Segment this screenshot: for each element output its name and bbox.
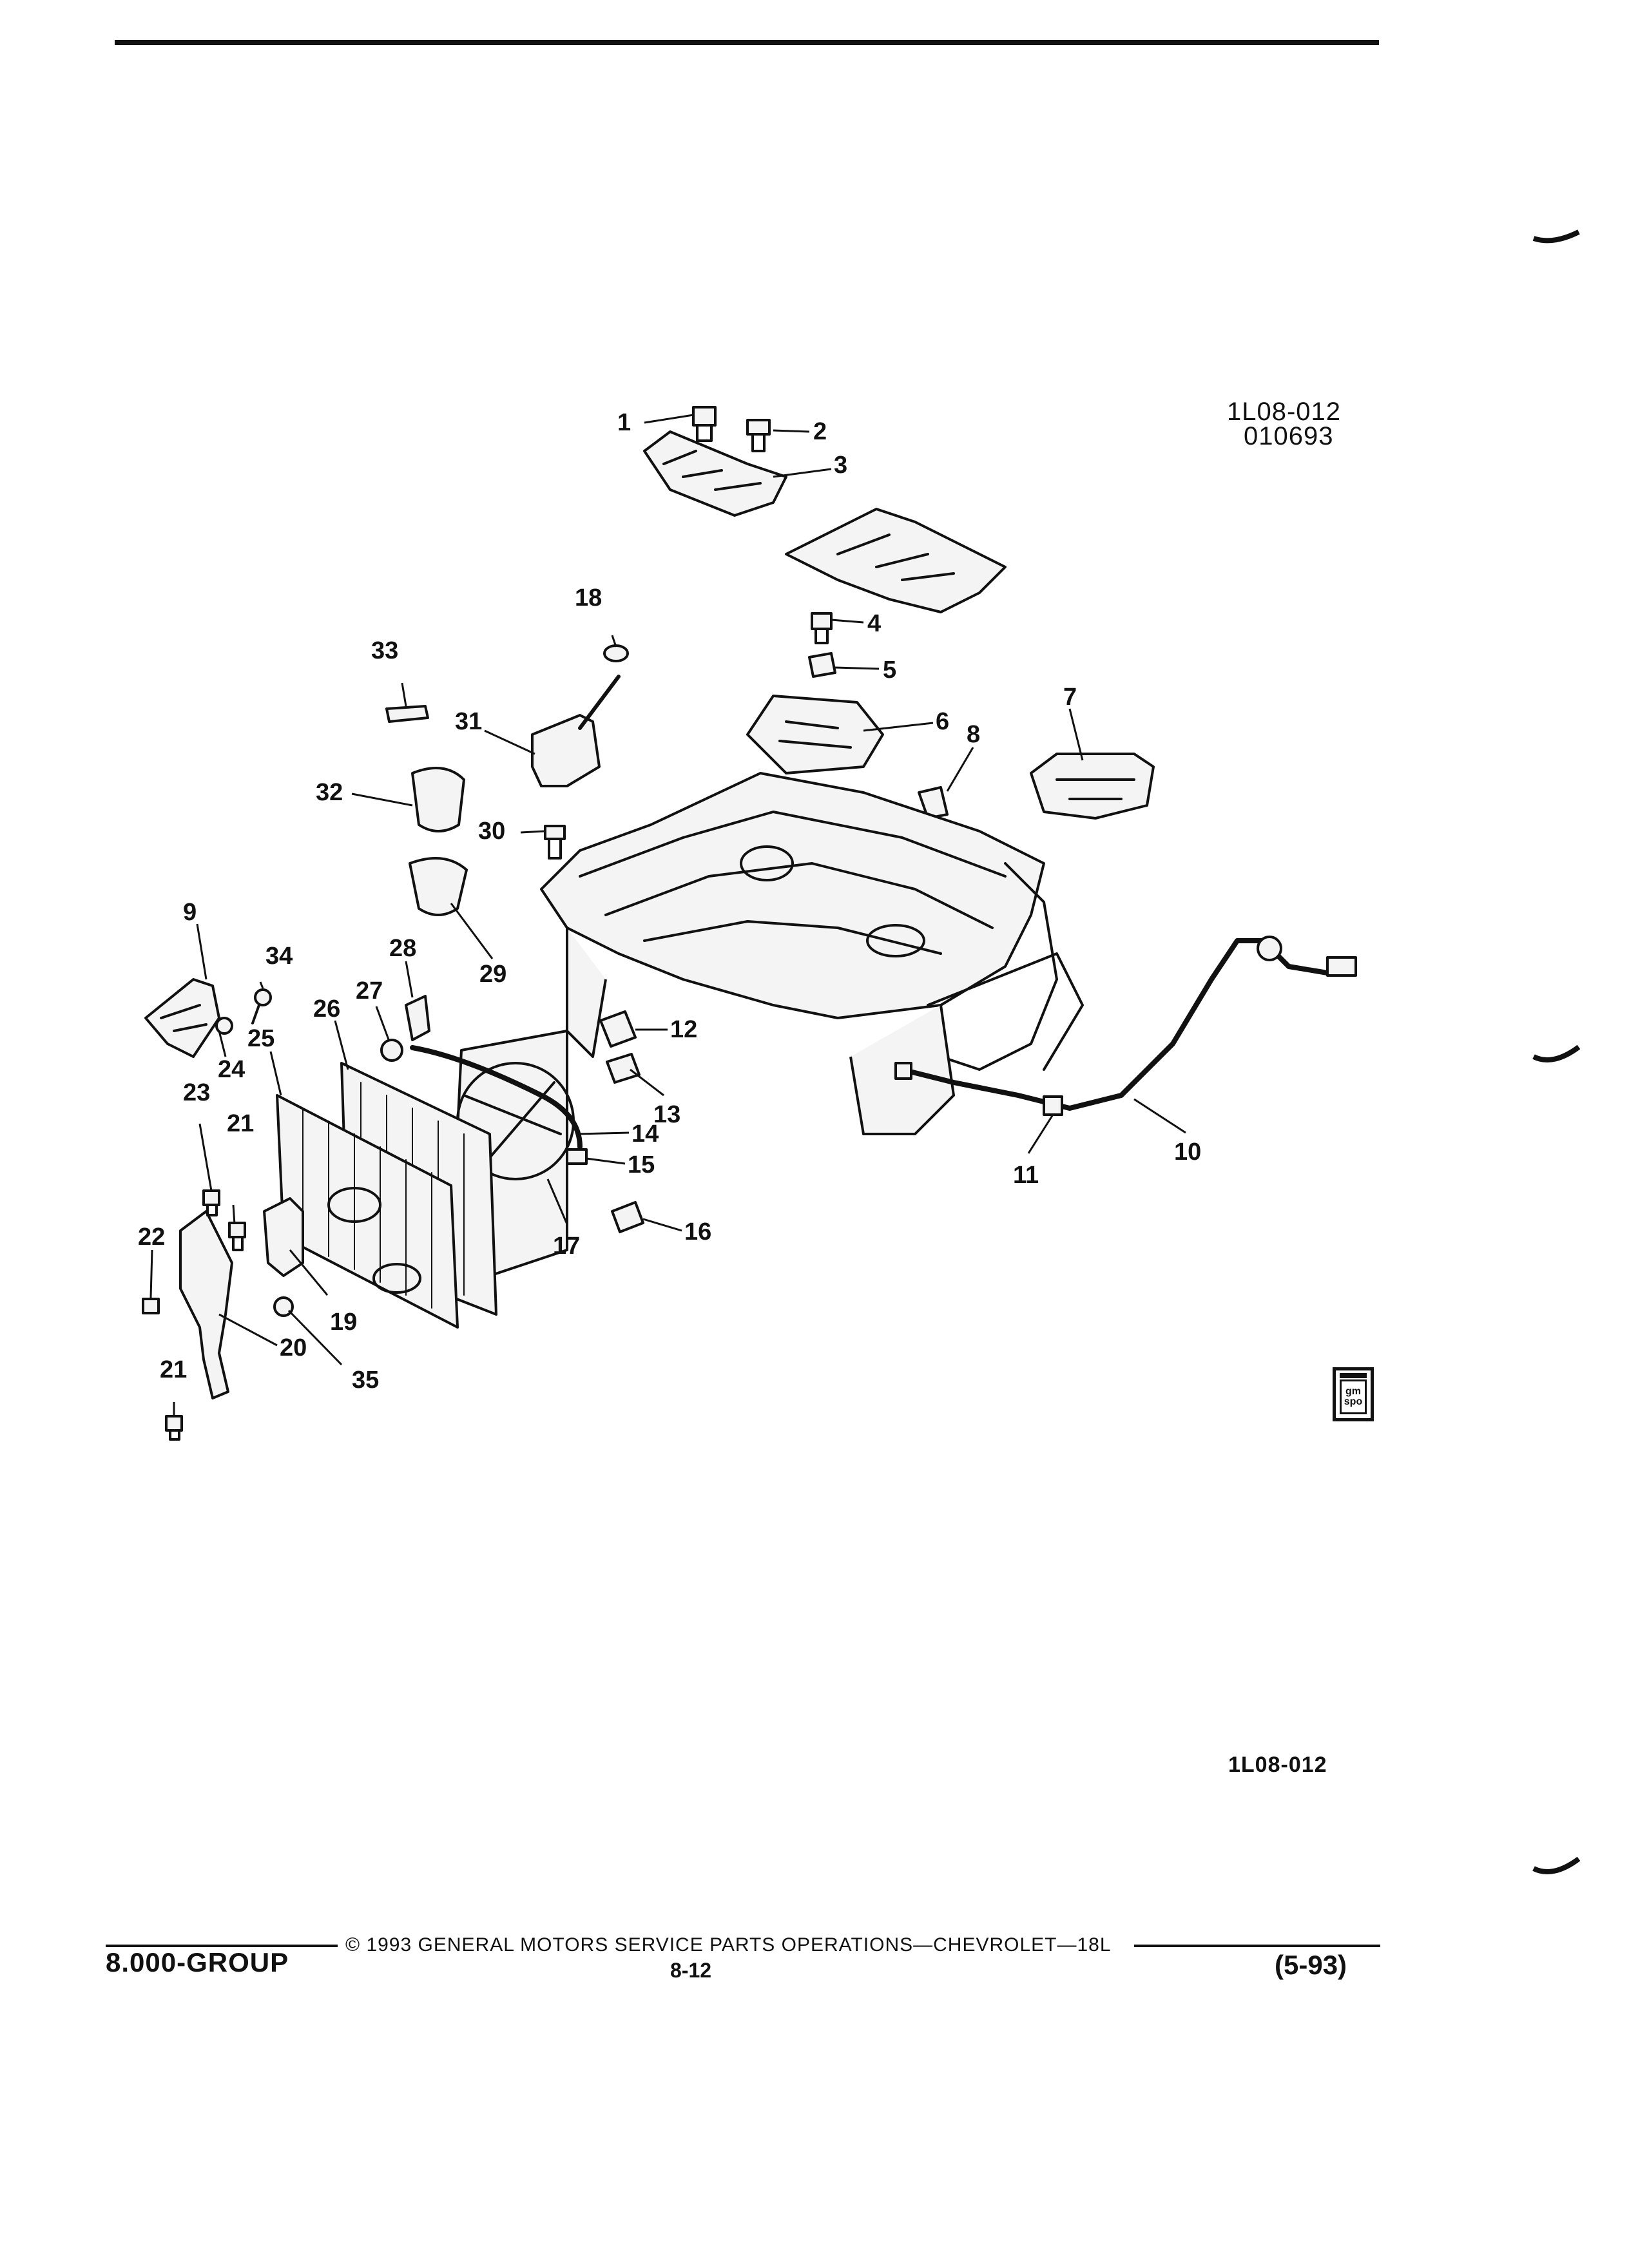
footer-page-number: 8-12 (670, 1959, 712, 1982)
callout-17: 17 (553, 1233, 580, 1260)
logo-text-top: gm (1345, 1386, 1361, 1397)
part-10-cable (894, 936, 1357, 1111)
part-28-bracket (405, 995, 430, 1041)
top-rule (115, 40, 1379, 45)
part-22-bolt (142, 1298, 160, 1314)
part-29-mount-cup (409, 857, 468, 916)
part-19-bracket (263, 1197, 304, 1277)
callout-28: 28 (389, 935, 416, 962)
leader-lines (149, 414, 1186, 1418)
logo-inner: gm spo (1340, 1379, 1367, 1414)
edge-mark-middle (1532, 1044, 1581, 1062)
part-21-bolt-lower (165, 1415, 183, 1441)
callout-26: 26 (313, 995, 340, 1023)
part-27-fitting (380, 1039, 403, 1062)
part-30-bolt (544, 825, 566, 860)
part-15-hose-clamp (566, 1148, 588, 1165)
logo-text-bottom: spo (1344, 1396, 1363, 1407)
part-24-fastener (215, 1017, 233, 1035)
callout-31: 31 (455, 708, 482, 735)
footer-date: (5-93) (1275, 1950, 1347, 1980)
date-code: 010693 (1244, 422, 1334, 450)
gm-spo-logo: gm spo (1333, 1367, 1374, 1421)
callout-32: 32 (316, 779, 343, 806)
callout-33: 33 (371, 637, 398, 664)
edge-mark-bottom (1532, 1856, 1581, 1874)
part-1-fastener (692, 406, 717, 442)
part-13-clip (606, 1053, 641, 1084)
part-31-reservoir (531, 675, 621, 787)
callout-9: 9 (183, 899, 197, 926)
callout-12: 12 (670, 1016, 697, 1043)
part-8-clip (918, 786, 949, 820)
callout-4: 4 (867, 610, 881, 637)
callout-10: 10 (1174, 1139, 1201, 1166)
part-12-clip (599, 1010, 637, 1048)
callout-15: 15 (628, 1151, 655, 1178)
callout-22: 22 (138, 1224, 165, 1251)
footer-rule-left (106, 1945, 338, 1947)
callout-21-lower: 21 (160, 1356, 187, 1383)
callout-35: 35 (352, 1367, 379, 1394)
callout-18: 18 (575, 584, 602, 611)
part-3-shield-panels (643, 430, 1007, 613)
front-frame-assembly (540, 772, 1084, 1135)
bottom-drawing-number: 1L08-012 (1228, 1753, 1327, 1777)
callout-21: 21 (227, 1110, 254, 1137)
part-21-bolt (228, 1222, 246, 1251)
part-18-cap (603, 644, 629, 662)
part-9-latch-bracket (144, 978, 220, 1058)
callout-5: 5 (883, 657, 896, 684)
logo-cap (1340, 1373, 1367, 1378)
part-34-fastener (251, 988, 272, 1024)
callout-3: 3 (834, 452, 847, 479)
part-25-condenser (276, 1094, 459, 1329)
callout-2: 2 (813, 418, 827, 445)
callout-7: 7 (1063, 684, 1077, 711)
footer-group: 8.000-GROUP (106, 1947, 289, 1977)
callout-1: 1 (617, 409, 631, 436)
callout-19: 19 (330, 1309, 357, 1336)
footer-copyright: © 1993 GENERAL MOTORS SERVICE PARTS OPER… (345, 1934, 1112, 1956)
callout-23: 23 (183, 1079, 210, 1106)
callout-6: 6 (936, 708, 949, 735)
callout-14: 14 (631, 1120, 659, 1148)
part-32-mount-cup (411, 767, 465, 832)
callout-16: 16 (684, 1218, 711, 1245)
callout-29: 29 (479, 961, 506, 988)
edge-mark-top (1532, 229, 1580, 244)
callout-25: 25 (247, 1025, 275, 1052)
callout-20: 20 (280, 1334, 307, 1361)
part-11-cable-clip (1043, 1095, 1063, 1116)
callout-34: 34 (265, 943, 293, 970)
part-2-fastener (746, 419, 771, 452)
callout-27: 27 (356, 977, 383, 1004)
part-5-clip (808, 652, 836, 678)
part-20-support-bracket (179, 1210, 233, 1399)
part-33-bracket (385, 705, 429, 723)
callout-8: 8 (967, 721, 980, 748)
part-14-hose (410, 1045, 583, 1149)
footer-rule-right (1134, 1945, 1380, 1947)
drawing-number: 1L08-012 (1227, 398, 1342, 426)
callout-13: 13 (653, 1101, 680, 1128)
callout-30: 30 (478, 818, 505, 845)
callout-11: 11 (1013, 1162, 1039, 1189)
part-4-fastener (811, 612, 833, 644)
part-6-bracket-plate (746, 695, 884, 774)
part-7-bracket (1030, 753, 1155, 820)
part-16-clip (611, 1201, 644, 1233)
callout-24: 24 (218, 1056, 245, 1083)
